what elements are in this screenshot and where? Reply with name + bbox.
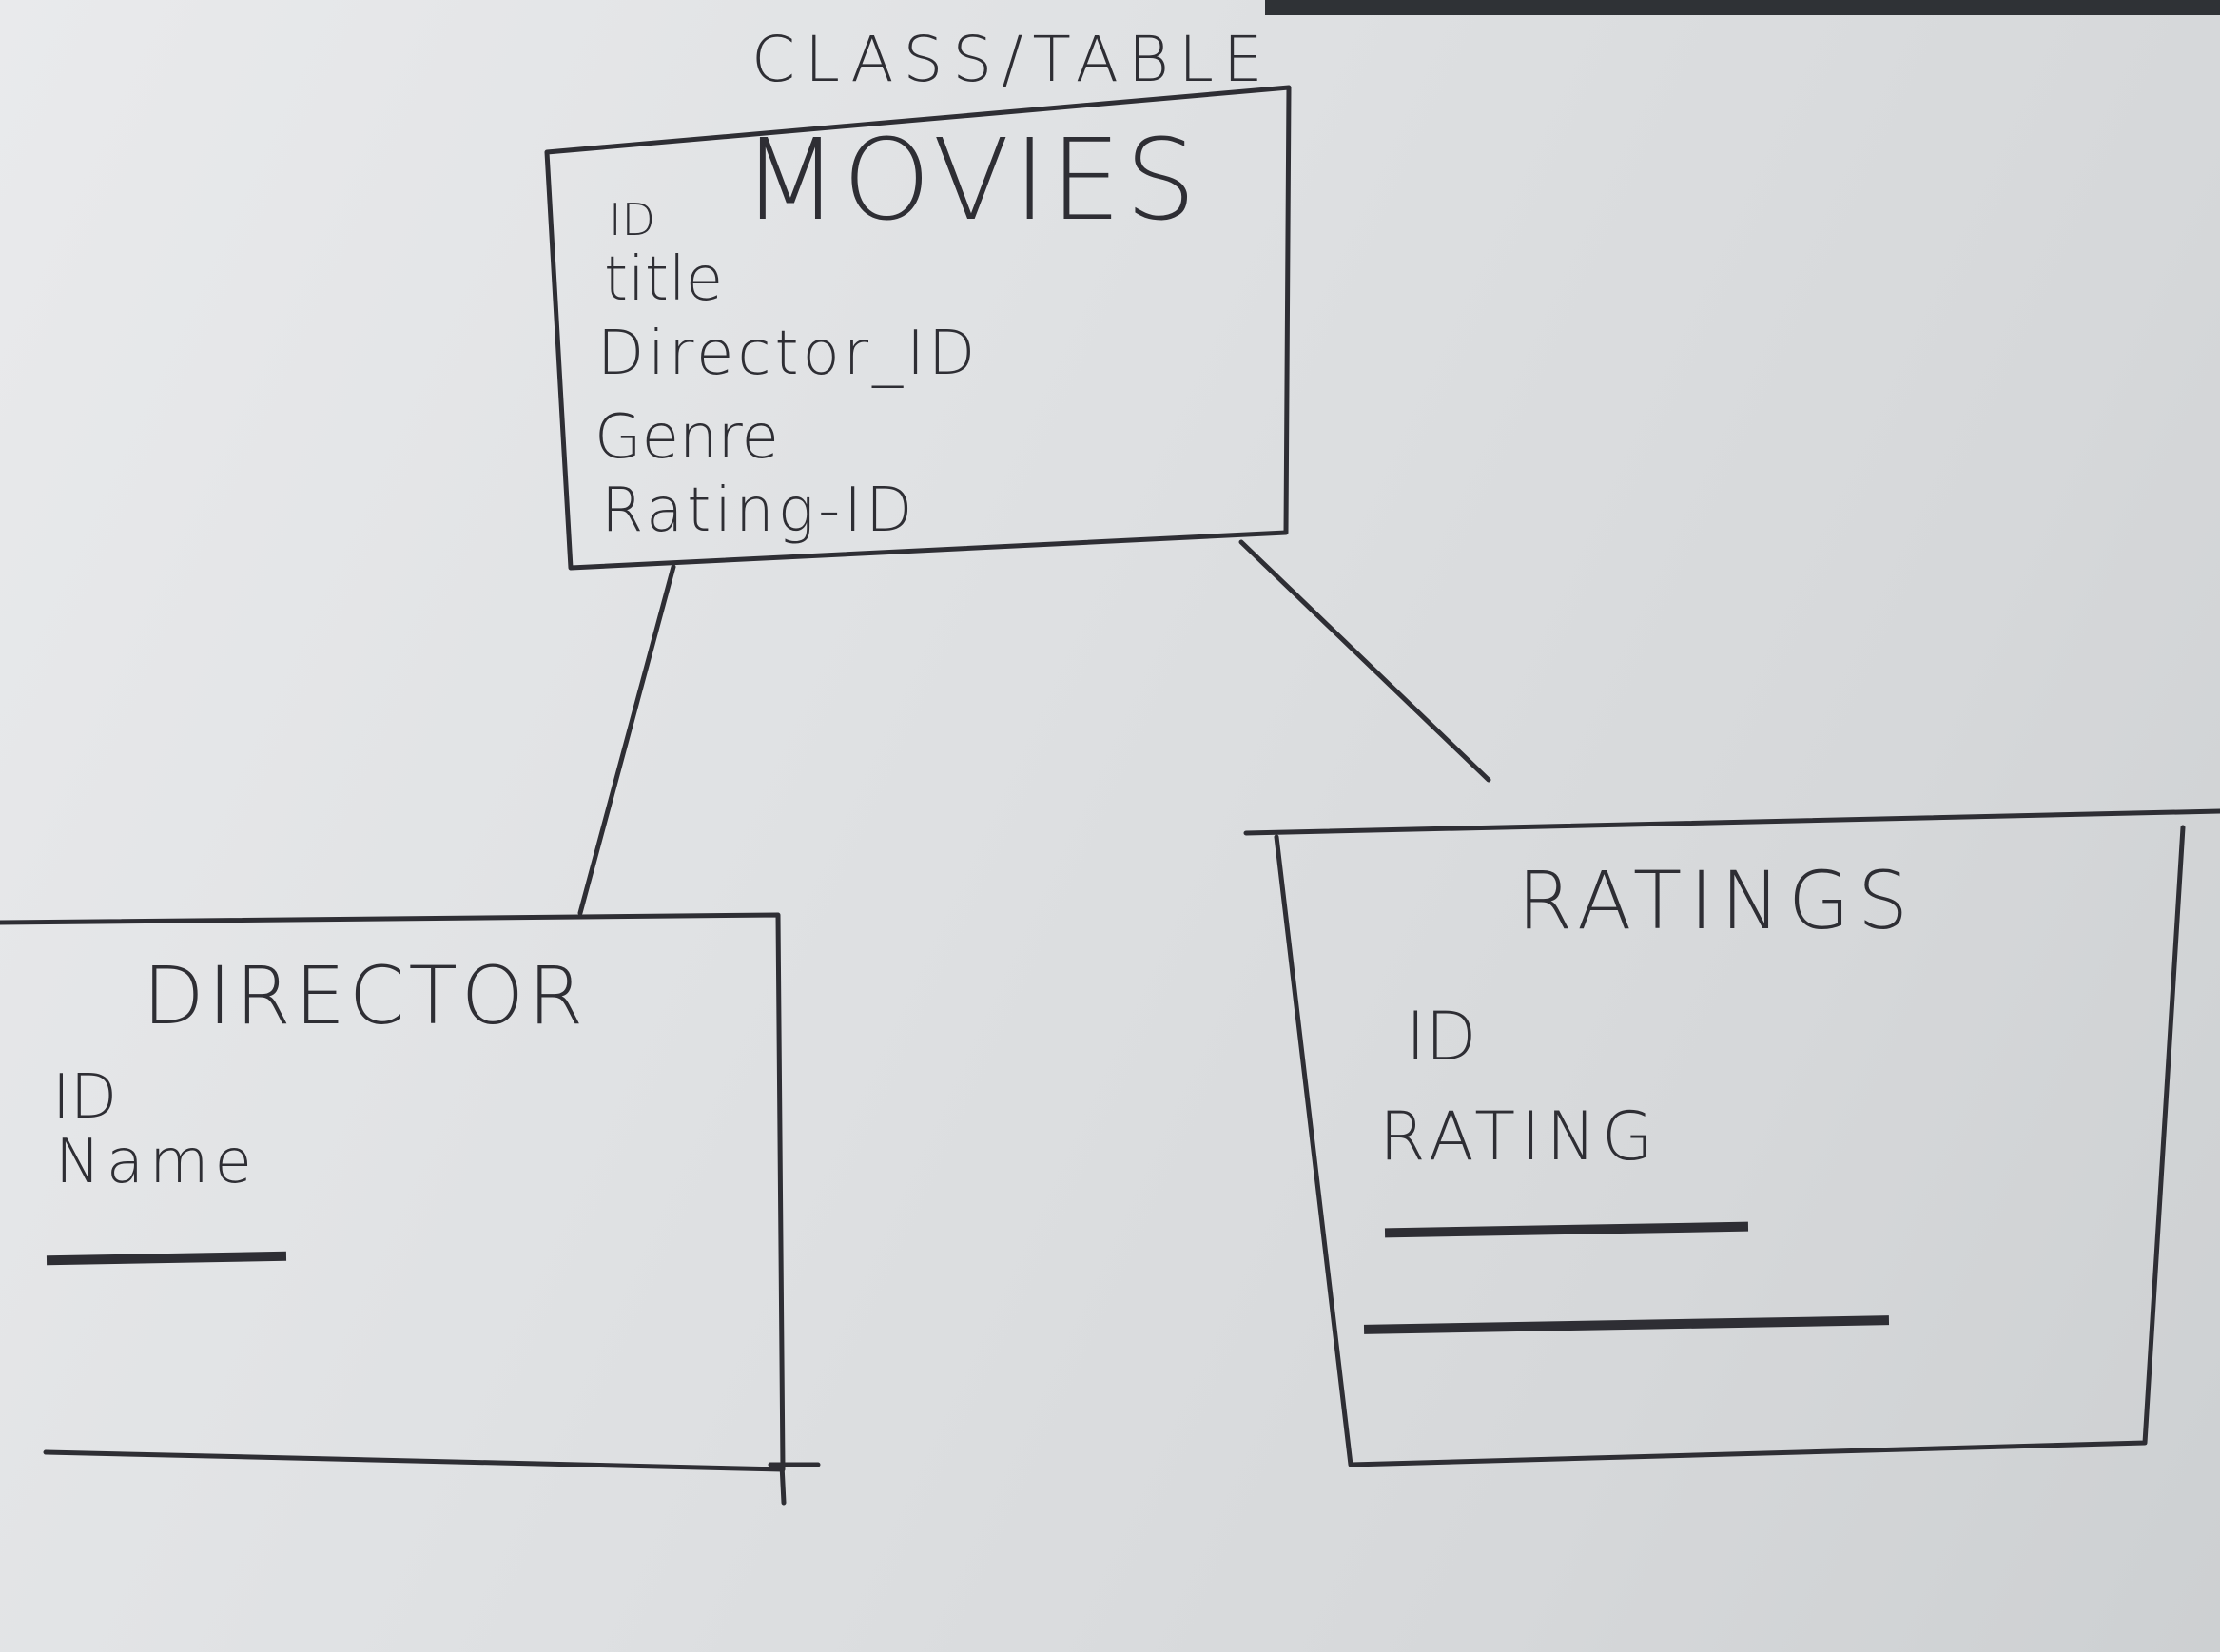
movies-field-genre: Genre — [594, 402, 779, 473]
director-table-title: DIRECTOR — [143, 949, 588, 1042]
ratings-scribbled-field-1 — [1391, 1203, 1743, 1256]
movies-field-director-id: Director_ID — [597, 319, 980, 389]
movies-box-outline — [544, 85, 1292, 571]
movies-field-rating-id: Rating-ID — [601, 476, 917, 546]
diagram-caption: CLASS/TABLE — [751, 23, 1273, 96]
movies-table-title: MOVIES — [742, 114, 1200, 245]
connector-movies-ratings — [1238, 539, 1491, 783]
background-edge — [1265, 0, 2220, 15]
ratings-scribbled-field-2 — [1370, 1298, 1883, 1351]
director-scribbled-field — [52, 1232, 281, 1285]
ratings-field-id: ID — [1406, 998, 1477, 1076]
connector-movies-director — [577, 564, 676, 916]
ratings-box-left — [1274, 825, 2186, 1467]
director-box-outline — [0, 912, 786, 1472]
movies-field-title: title — [604, 244, 724, 315]
ratings-field-rating: RATING — [1379, 1098, 1660, 1176]
movies-field-id: ID — [609, 194, 655, 245]
director-field-id: ID — [52, 1062, 118, 1133]
director-box-tail — [779, 1462, 787, 1506]
ratings-table-title: RATINGS — [1517, 854, 1917, 947]
director-field-name: Name — [55, 1127, 258, 1197]
ratings-box-outline — [1243, 808, 2220, 836]
